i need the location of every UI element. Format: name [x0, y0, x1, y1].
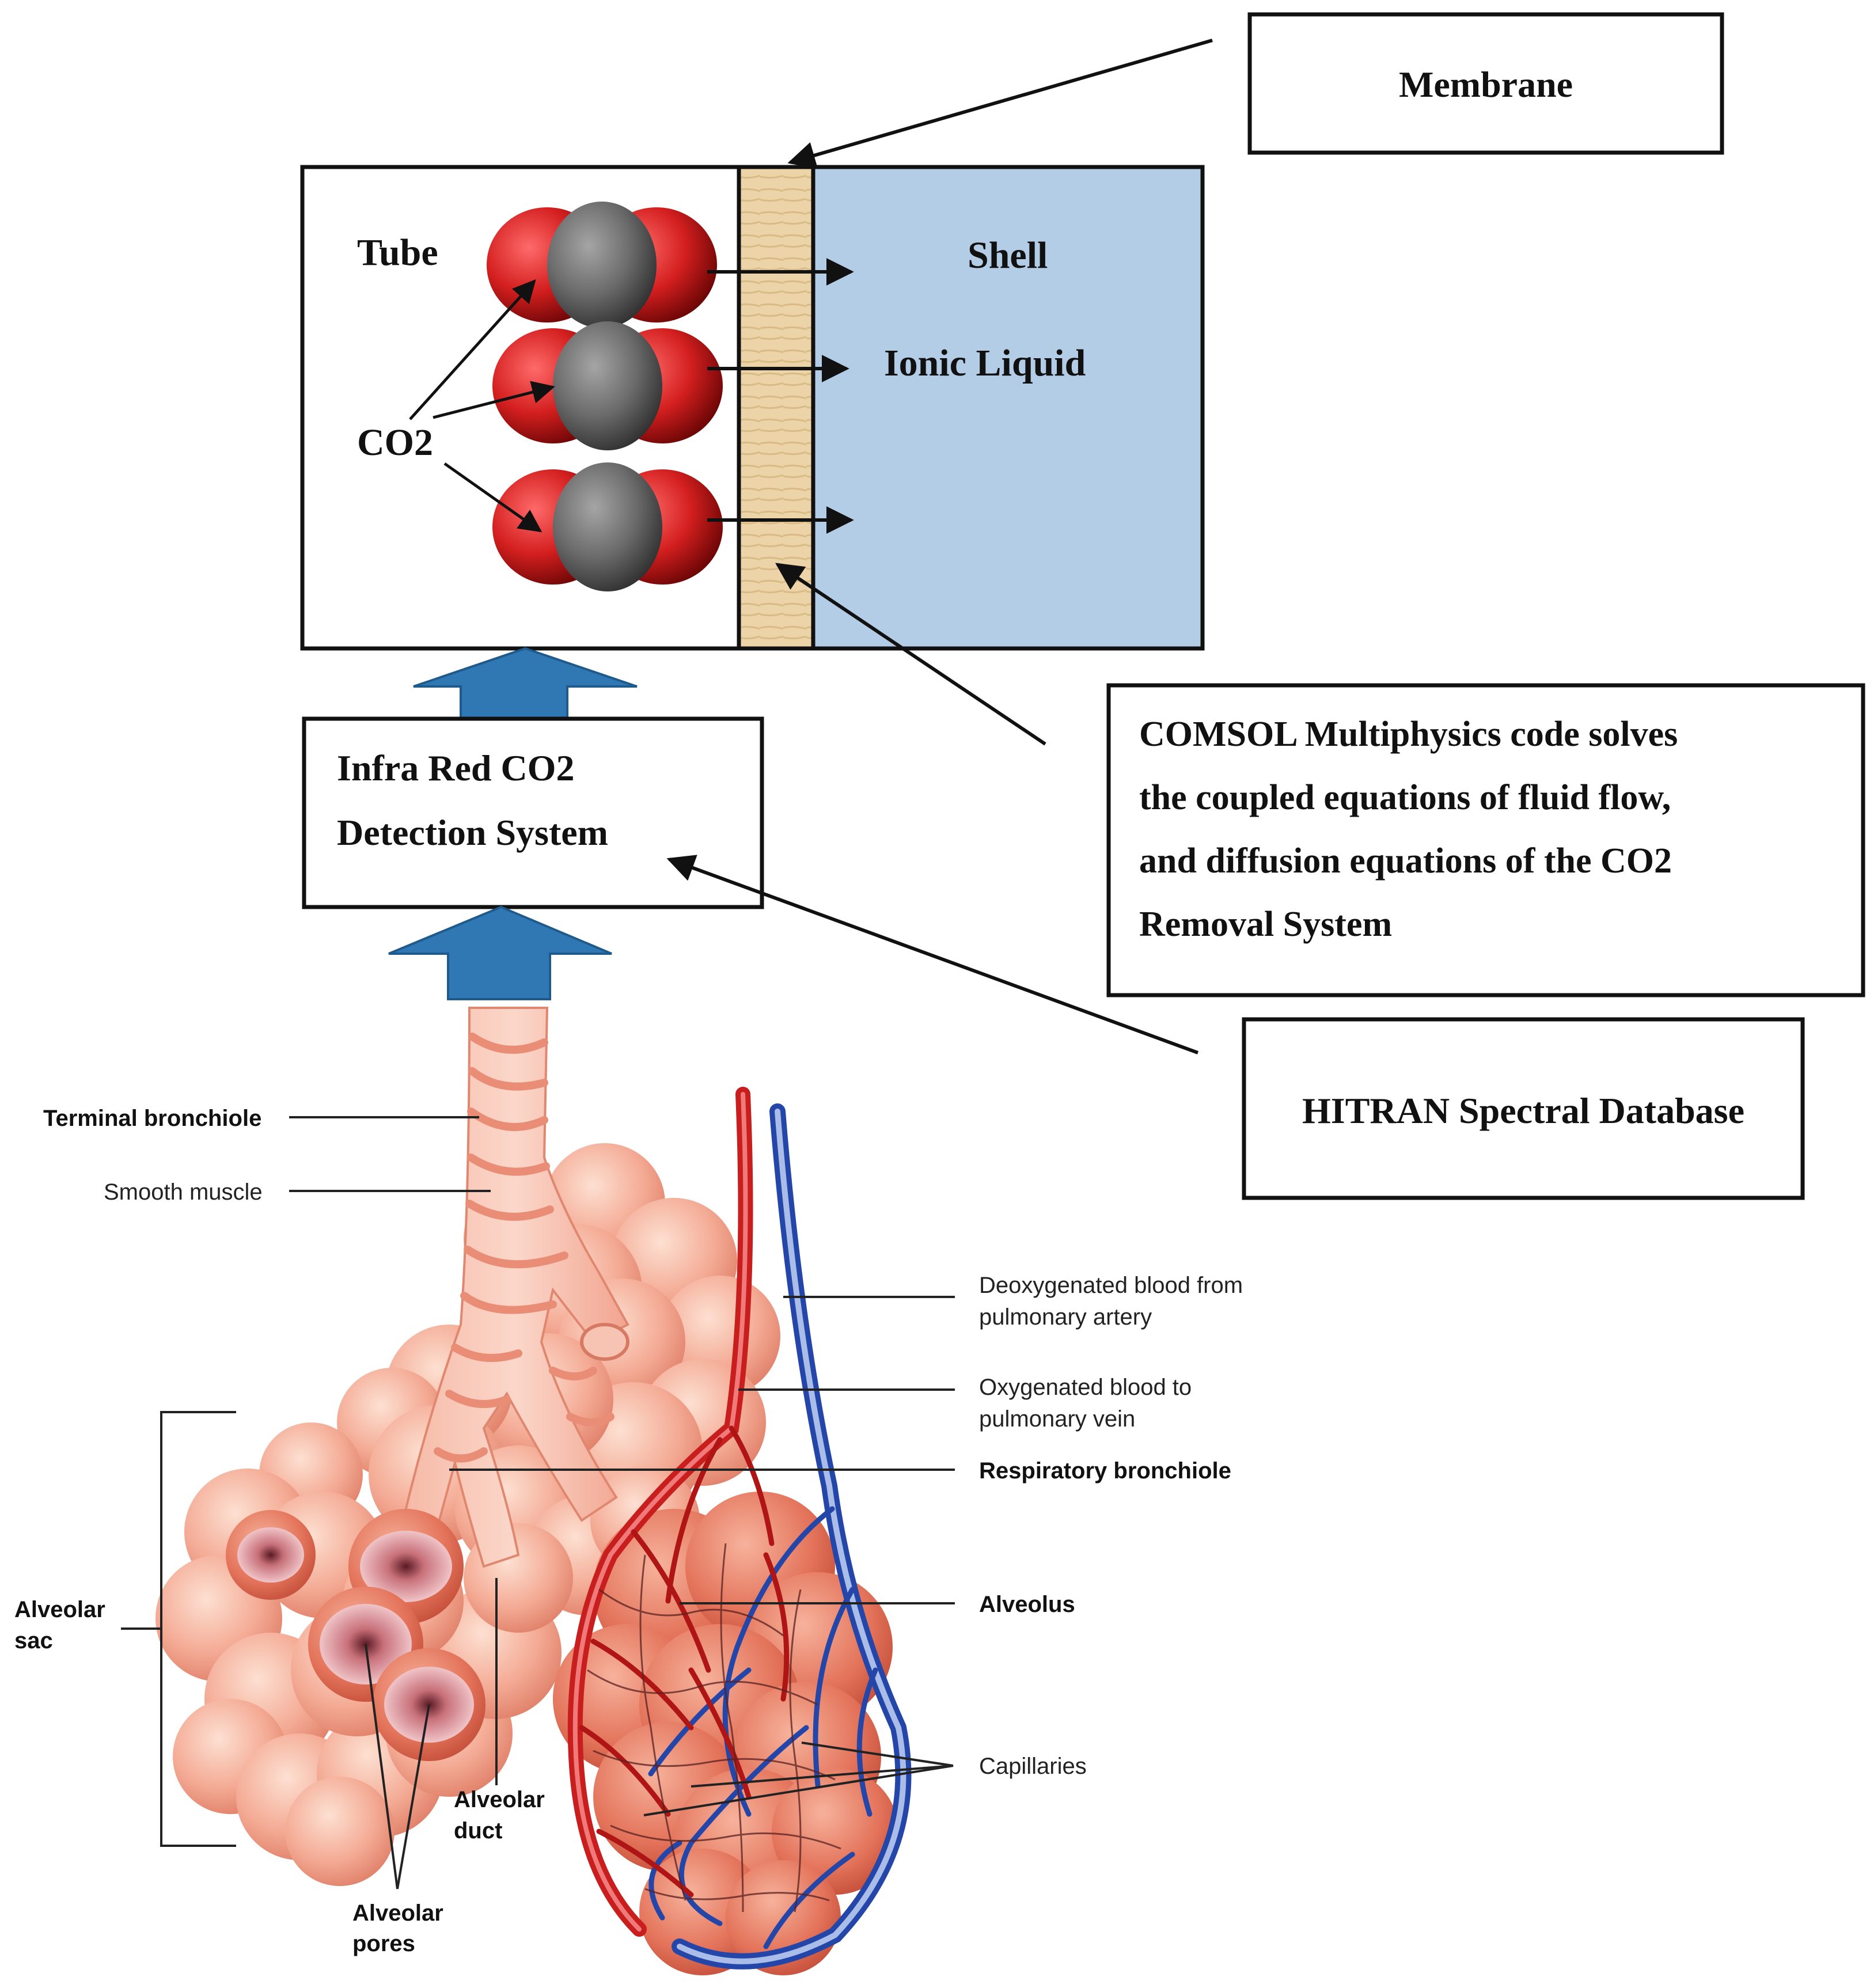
- comsol-box: [1106, 683, 1865, 997]
- comsol-line: the coupled equations of fluid flow,: [1139, 778, 1671, 817]
- alveolus-opening: [226, 1510, 316, 1600]
- up-arrow-icon: [388, 905, 612, 1000]
- alveolar-pores-label-line2: pores: [352, 1931, 415, 1956]
- terminal-bronchiole-label: Terminal bronchiole: [43, 1106, 261, 1131]
- comsol-line: COMSOL Multiphysics code solves: [1139, 715, 1678, 754]
- oxygenated-label-line1: Oxygenated blood to: [979, 1375, 1192, 1400]
- alveolar-sac-label-line1: Alveolar: [14, 1597, 105, 1622]
- membrane-pointer-arrow: [787, 39, 1213, 169]
- hitran-pointer-arrow: [666, 855, 1199, 1054]
- comsol-pointer-arrow: [775, 563, 1046, 746]
- co2-pointer-arrow: [409, 279, 536, 420]
- alveolar-pores-label-line1: Alveolar: [352, 1900, 443, 1926]
- co2-molecule-icon: [492, 321, 723, 450]
- terminal-bronchiole-tube: [401, 1007, 629, 1568]
- up-arrow-icon: [413, 647, 638, 722]
- deoxygenated-label-line2: pulmonary artery: [979, 1304, 1152, 1330]
- membrane-layer: [739, 167, 813, 648]
- smooth-muscle-label: Smooth muscle: [104, 1179, 263, 1205]
- deoxygenated-label-line1: Deoxygenated blood from: [979, 1273, 1243, 1298]
- co2-pointer-arrow: [433, 381, 555, 419]
- comsol-line: Removal System: [1139, 905, 1392, 944]
- alveolar-duct-label-line2: duct: [454, 1818, 502, 1843]
- pulmonary-artery-vessel: [648, 1103, 912, 1970]
- co2-molecule-icon: [487, 202, 717, 328]
- membrane-label: Membrane: [1399, 64, 1573, 105]
- co2-pointer-arrow: [443, 462, 543, 533]
- ir-detection-label-line2: Detection System: [337, 812, 608, 853]
- anatomy-leader-lines: [121, 1116, 955, 1890]
- respiratory-bronchiole-label: Respiratory bronchiole: [979, 1458, 1231, 1484]
- capillary-mesh: [587, 1543, 841, 1913]
- hitran-label: HITRAN Spectral Database: [1302, 1090, 1744, 1131]
- co2-molecule-icon: [492, 462, 723, 591]
- bronchiole-branch-opening: [580, 1323, 629, 1361]
- shell-region: [813, 167, 1203, 648]
- alveoli-illustration: [121, 1007, 955, 1975]
- ir-detection-label-line1: Infra Red CO2: [337, 748, 574, 788]
- ionic-liquid-label: Ionic Liquid: [884, 342, 1086, 384]
- hitran-box: [1242, 1017, 1805, 1200]
- tube-label: Tube: [357, 232, 438, 274]
- tube-module-frame: [300, 165, 1205, 651]
- oxygenated-label-line2: pulmonary vein: [979, 1406, 1135, 1432]
- comsol-line: and diffusion equations of the CO2: [1139, 841, 1672, 881]
- alveolar-sac-label-line2: sac: [14, 1628, 53, 1653]
- alveolar-duct-label-line1: Alveolar: [454, 1787, 545, 1812]
- smooth-muscle-bands: [434, 1033, 615, 1463]
- membrane-label-box: [1247, 12, 1724, 155]
- alveolus-label: Alveolus: [979, 1592, 1075, 1617]
- capillaries-label: Capillaries: [979, 1754, 1087, 1779]
- shell-label: Shell: [968, 234, 1048, 276]
- co2-label: CO2: [357, 422, 433, 464]
